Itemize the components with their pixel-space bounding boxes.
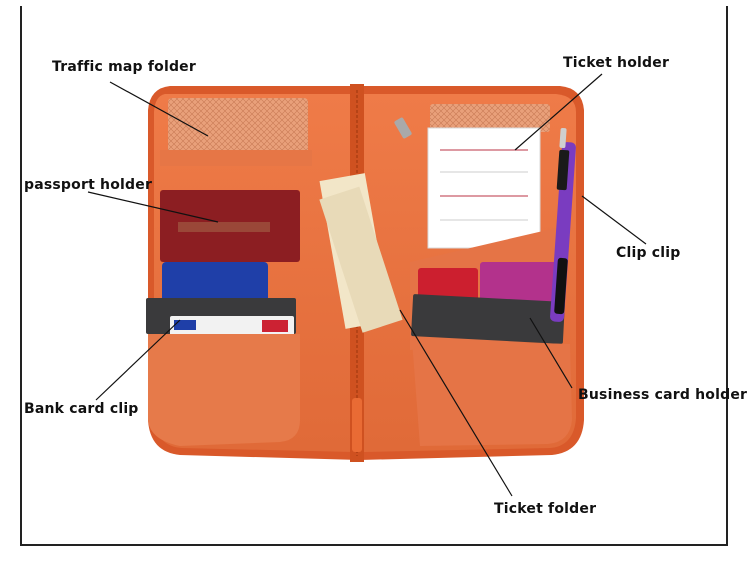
red-card bbox=[418, 268, 478, 304]
label-bank-card-clip: Bank card clip bbox=[24, 401, 139, 417]
label-business-card-holder: Business card holder bbox=[578, 387, 748, 403]
passport bbox=[160, 190, 300, 262]
label-traffic-map-folder: Traffic map folder bbox=[52, 59, 196, 75]
pen bbox=[550, 127, 576, 322]
business-card-strap bbox=[411, 294, 565, 344]
banknotes bbox=[319, 173, 403, 333]
label-ticket-holder: Ticket holder bbox=[563, 55, 670, 71]
label-passport-holder: passport holder bbox=[24, 177, 153, 193]
map-mesh-pocket bbox=[168, 98, 308, 158]
label-clip-clip: Clip clip bbox=[616, 245, 681, 261]
pointer-lines bbox=[87, 73, 647, 497]
bank-card-strap bbox=[146, 298, 296, 336]
tickets bbox=[427, 127, 541, 249]
label-ticket-folder: Ticket folder bbox=[494, 501, 597, 517]
